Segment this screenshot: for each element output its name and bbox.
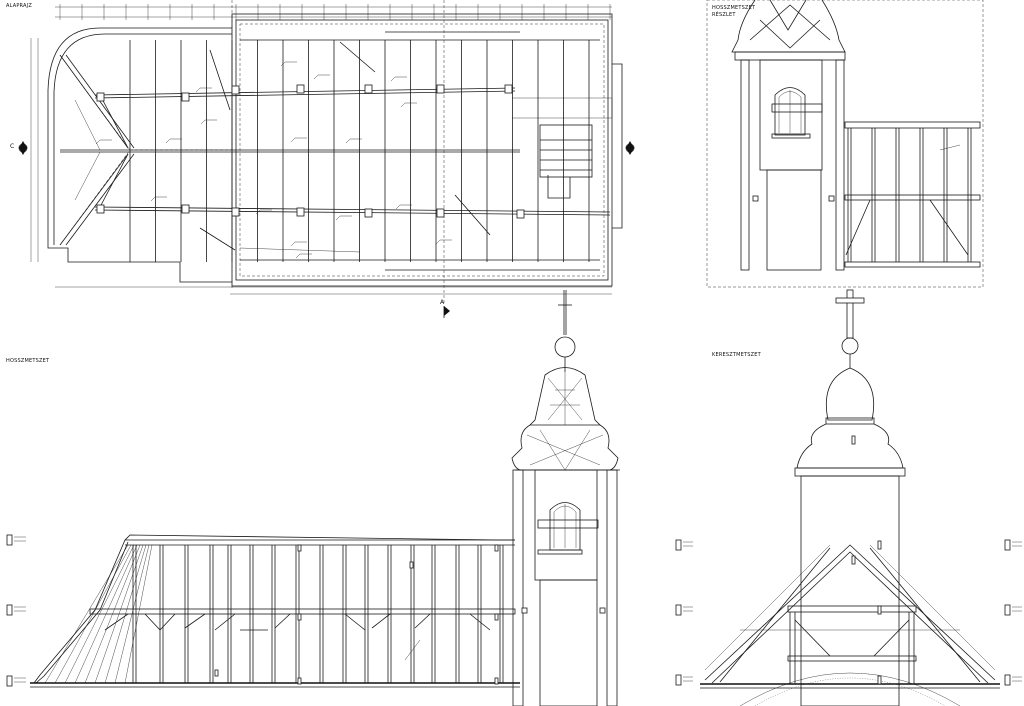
annotation-leader <box>345 138 351 144</box>
annotation-leader <box>290 241 296 247</box>
hip-rafter <box>44 544 129 684</box>
annotation-leader <box>435 239 441 245</box>
brace <box>371 613 391 629</box>
longitudinal-section-title: HOSSZMETSZET <box>6 358 50 364</box>
annotation-mark <box>877 605 882 615</box>
annotation-leader <box>390 76 396 82</box>
post <box>231 207 240 217</box>
annotation-mark <box>494 613 499 621</box>
brace <box>159 613 176 631</box>
post <box>181 204 190 214</box>
level-mark <box>675 539 682 551</box>
annotation-leader <box>150 196 156 202</box>
annotation-mark <box>877 675 882 685</box>
brace <box>104 613 129 631</box>
annotation-leader <box>255 209 261 215</box>
level-mark <box>1004 539 1011 551</box>
annotation-leader <box>290 137 296 143</box>
cross-section <box>675 289 1022 706</box>
annotation-leader <box>400 102 406 108</box>
annotation-leader <box>295 253 301 259</box>
post <box>181 92 190 102</box>
brace <box>214 613 236 631</box>
level-mark <box>1004 604 1011 616</box>
section-marker-left-label: C <box>10 143 15 150</box>
cross-section-title: KERESZTMETSZET <box>712 352 761 358</box>
brace <box>274 613 291 629</box>
brace <box>344 613 366 631</box>
longitudinal-section <box>6 290 620 706</box>
post <box>436 208 445 218</box>
floor-plan <box>18 0 635 318</box>
level-mark <box>6 604 13 616</box>
annotation-mark <box>851 435 856 445</box>
detail-section <box>706 0 984 288</box>
annotation-leader <box>200 119 206 125</box>
brace <box>144 613 161 631</box>
post <box>231 85 240 95</box>
annotation-leader <box>395 204 401 210</box>
annotation-leader <box>335 215 341 221</box>
annotation-mark <box>214 669 219 677</box>
level-mark <box>6 675 13 687</box>
annotation-mark <box>494 677 499 685</box>
annotation-leader <box>313 74 319 80</box>
brace <box>469 613 491 631</box>
annotation-mark <box>494 544 499 552</box>
level-mark <box>675 604 682 616</box>
level-mark <box>1004 674 1011 686</box>
level-mark <box>6 534 13 546</box>
post <box>296 207 305 217</box>
post <box>96 92 105 102</box>
post <box>96 204 105 214</box>
annotation-mark <box>851 555 856 565</box>
annotation-mark <box>877 540 882 550</box>
annotation-mark <box>409 561 414 569</box>
post <box>504 84 513 94</box>
section-marker-bottom-label: A <box>440 299 445 306</box>
annotation-leader <box>195 87 201 93</box>
section-marker-right <box>625 141 635 155</box>
brace <box>184 613 206 629</box>
annotation-leader <box>280 61 286 67</box>
post <box>364 208 373 218</box>
section-marker-left <box>18 141 28 155</box>
annotation-mark <box>297 677 302 685</box>
post <box>436 84 445 94</box>
post <box>296 84 305 94</box>
detail-section-title: HOSSZMETSZET <box>712 5 756 11</box>
brace <box>414 613 431 629</box>
section-marker-bottom <box>443 306 450 318</box>
level-mark <box>675 674 682 686</box>
annotation-mark <box>297 544 302 552</box>
post <box>364 84 373 94</box>
annotation-leader <box>165 138 171 144</box>
plan-title: ALAPRAJZ <box>6 3 32 9</box>
detail-section-subtitle: RÉSZLET <box>712 12 736 18</box>
annotation-mark <box>297 613 302 621</box>
annotation-leader <box>95 139 101 145</box>
post <box>516 209 525 219</box>
